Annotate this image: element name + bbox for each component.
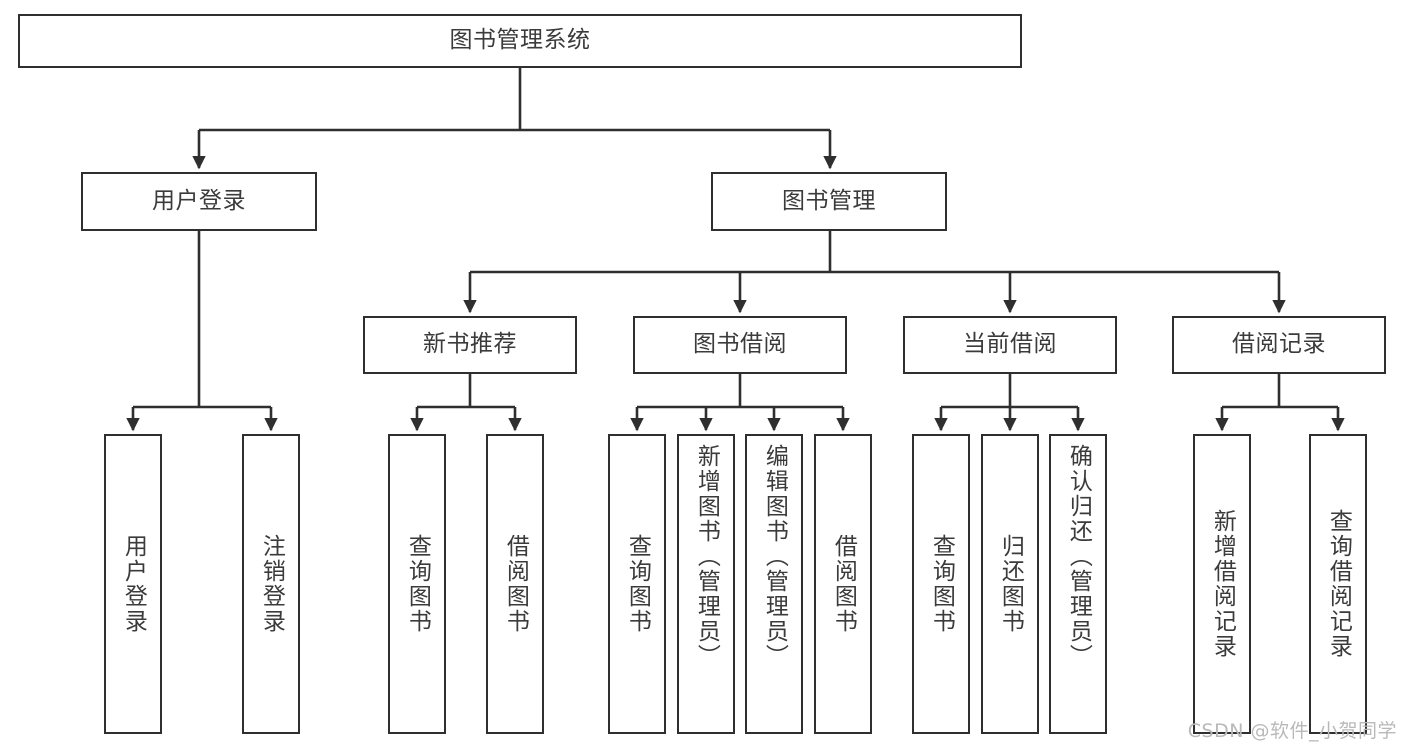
node-leaf-return-book-label: 归还图书 bbox=[997, 534, 1024, 634]
node-borrow-record-label: 借阅记录 bbox=[1232, 331, 1326, 358]
node-leaf-query-book-2-label: 查询图书 bbox=[624, 534, 651, 634]
node-leaf-edit-book[interactable]: 编辑图书（管理员） bbox=[745, 434, 803, 734]
node-leaf-confirm-return[interactable]: 确认归还（管理员） bbox=[1049, 434, 1107, 734]
node-leaf-query-record[interactable]: 查询借阅记录 bbox=[1309, 434, 1367, 734]
node-leaf-borrow-book-2[interactable]: 借阅图书 bbox=[814, 434, 872, 734]
node-book-manage[interactable]: 图书管理 bbox=[711, 172, 947, 231]
node-current-borrow-label: 当前借阅 bbox=[963, 331, 1057, 358]
node-leaf-user-login-label: 用户登录 bbox=[120, 534, 147, 634]
node-user-login-label: 用户登录 bbox=[152, 187, 246, 214]
node-leaf-query-book-3-label: 查询图书 bbox=[928, 534, 955, 634]
node-leaf-borrow-book-2-label: 借阅图书 bbox=[830, 534, 857, 634]
node-leaf-add-record-label: 新增借阅记录 bbox=[1209, 509, 1236, 659]
node-leaf-borrow-book-1[interactable]: 借阅图书 bbox=[486, 434, 544, 734]
node-leaf-return-book[interactable]: 归还图书 bbox=[981, 434, 1039, 734]
node-leaf-logout[interactable]: 注销登录 bbox=[242, 434, 300, 734]
node-book-borrow-label: 图书借阅 bbox=[693, 331, 787, 358]
node-leaf-query-book-2[interactable]: 查询图书 bbox=[608, 434, 666, 734]
node-root-label: 图书管理系统 bbox=[449, 27, 591, 54]
node-leaf-query-record-label: 查询借阅记录 bbox=[1325, 509, 1352, 659]
node-leaf-query-book-1-label: 查询图书 bbox=[404, 534, 431, 634]
node-root[interactable]: 图书管理系统 bbox=[18, 14, 1022, 68]
node-leaf-confirm-return-label: 确认归还（管理员） bbox=[1065, 444, 1092, 669]
node-leaf-logout-label: 注销登录 bbox=[258, 534, 285, 634]
node-leaf-query-book-3[interactable]: 查询图书 bbox=[912, 434, 970, 734]
node-current-borrow[interactable]: 当前借阅 bbox=[903, 316, 1117, 374]
node-user-login[interactable]: 用户登录 bbox=[81, 172, 317, 231]
node-leaf-user-login[interactable]: 用户登录 bbox=[104, 434, 162, 734]
node-leaf-borrow-book-1-label: 借阅图书 bbox=[502, 534, 529, 634]
node-book-manage-label: 图书管理 bbox=[782, 187, 876, 214]
node-borrow-record[interactable]: 借阅记录 bbox=[1172, 316, 1386, 374]
node-leaf-edit-book-label: 编辑图书（管理员） bbox=[761, 444, 788, 669]
node-new-book-rec-label: 新书推荐 bbox=[423, 331, 517, 358]
node-leaf-add-book[interactable]: 新增图书（管理员） bbox=[677, 434, 735, 734]
node-leaf-add-record[interactable]: 新增借阅记录 bbox=[1193, 434, 1251, 734]
node-new-book-rec[interactable]: 新书推荐 bbox=[363, 316, 577, 374]
node-book-borrow[interactable]: 图书借阅 bbox=[633, 316, 847, 374]
node-leaf-add-book-label: 新增图书（管理员） bbox=[693, 444, 720, 669]
node-leaf-query-book-1[interactable]: 查询图书 bbox=[388, 434, 446, 734]
